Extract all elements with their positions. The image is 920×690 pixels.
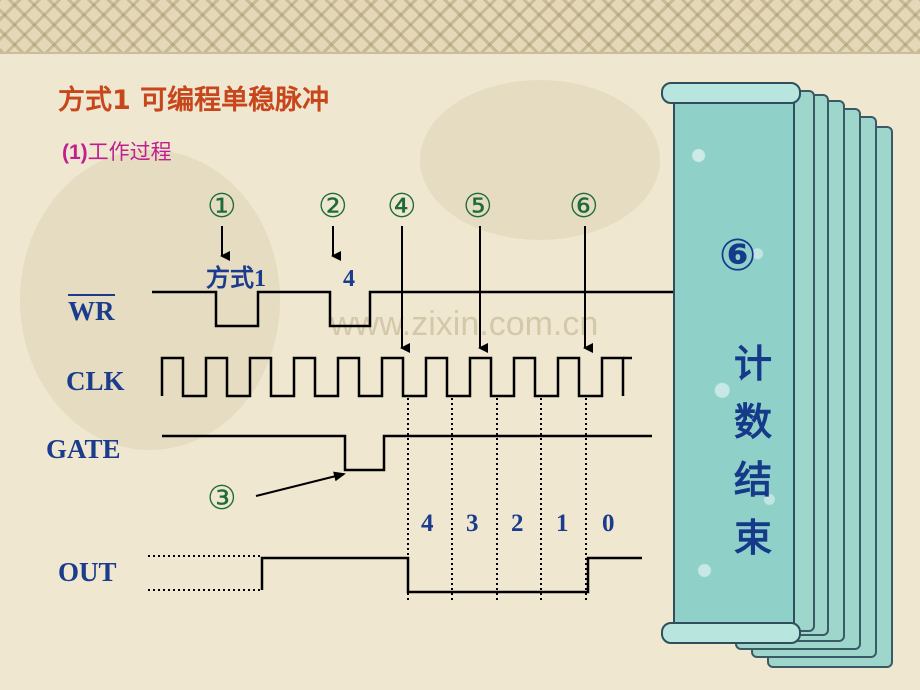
- scroll-panel: ⑥ 计 数 结 束: [655, 82, 915, 672]
- count-digit-3: 3: [466, 510, 479, 537]
- scroll-roll-top: [661, 82, 801, 104]
- marker-5: ⑤: [463, 186, 493, 225]
- scroll-char: 结: [733, 458, 772, 502]
- scroll-front-sheet: ⑥ 计 数 结 束: [673, 88, 795, 638]
- wr-note-mode: 方式1: [206, 266, 266, 292]
- count-digit-2: 2: [511, 510, 524, 537]
- scroll-char: 计: [733, 342, 772, 386]
- wr-waveform: [152, 290, 680, 328]
- count-digit-0: 0: [602, 510, 615, 537]
- scroll-roll-bottom: [661, 622, 801, 644]
- scroll-marker-6: ⑥: [719, 230, 757, 281]
- section-subtitle: (1)工作过程: [62, 136, 172, 166]
- signal-label-clk: CLK: [66, 366, 125, 396]
- marker-1: ①: [207, 186, 237, 225]
- marker-2: ②: [318, 186, 348, 225]
- signal-label-wr: WR: [68, 294, 115, 326]
- watermark: www.zixin.com.cn: [330, 305, 599, 343]
- marker-6: ⑥: [569, 186, 599, 225]
- subtitle-text: 工作过程: [87, 140, 172, 164]
- gate-waveform: [162, 434, 652, 472]
- wr-note-count: 4: [343, 266, 355, 292]
- signal-label-gate: GATE: [46, 434, 121, 464]
- count-digit-4: 4: [421, 510, 434, 537]
- decorative-border: [0, 0, 920, 54]
- marker-4: ④: [387, 186, 417, 225]
- background-ink-blot: [420, 80, 660, 240]
- marker-3: ③: [207, 478, 237, 517]
- marker-3-arrow: [255, 471, 346, 497]
- scroll-char: 束: [733, 516, 772, 560]
- count-digit-1: 1: [556, 510, 569, 537]
- scroll-caption: 计 数 结 束: [733, 335, 773, 567]
- page-title: 方式1 可编程单稳脉冲: [58, 85, 330, 116]
- signal-label-out: OUT: [58, 557, 117, 587]
- background-ink-blot: [20, 150, 280, 450]
- out-waveform: [260, 556, 642, 594]
- clk-waveform: [160, 356, 625, 398]
- subtitle-number: (1): [62, 141, 88, 164]
- scroll-char: 数: [733, 400, 772, 444]
